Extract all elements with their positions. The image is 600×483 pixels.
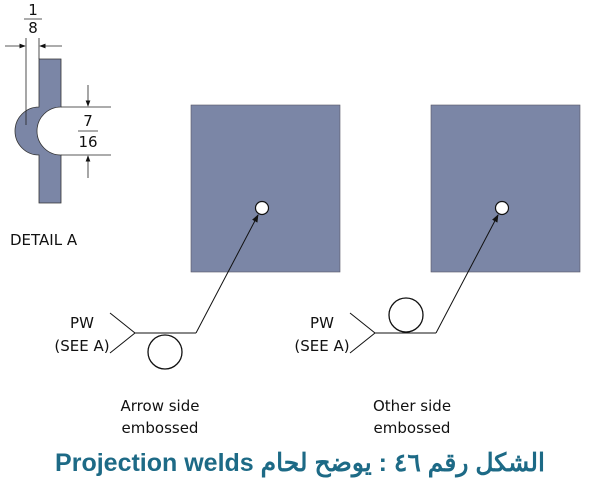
leader-arrow — [195, 214, 259, 334]
weld-point — [494, 200, 510, 216]
caption-line2: embossed — [374, 419, 451, 437]
pw-label: PW — [70, 314, 94, 332]
weld-symbol-tail — [109, 312, 136, 354]
height-denominator: 16 — [78, 133, 97, 151]
leader-arrow — [435, 214, 499, 334]
plate — [430, 104, 581, 273]
weld-symbol-tail — [349, 312, 376, 354]
caption-line1: Other side — [373, 397, 451, 415]
other-side-example: PW (SEE A) Other side embossed — [294, 104, 581, 437]
plate — [190, 104, 341, 273]
detail-a-section: 1 8 7 16 DETAIL A — [5, 1, 111, 249]
caption-line2: embossed — [122, 419, 199, 437]
arrow-side-example: PW (SEE A) Arrow side embossed — [54, 104, 341, 437]
embossed-plate-section — [14, 58, 62, 204]
caption-line1: Arrow side — [121, 397, 200, 415]
detail-a-label: DETAIL A — [10, 231, 78, 249]
pw-label: PW — [310, 314, 334, 332]
height-numerator: 7 — [83, 112, 93, 130]
projection-weld-symbol — [388, 297, 424, 333]
thickness-denominator: 8 — [28, 19, 38, 37]
projection-weld-symbol — [147, 334, 183, 370]
figure-title: الشكل رقم ٤٦ : يوضح لحام Projection weld… — [55, 449, 545, 477]
thickness-numerator: 1 — [28, 1, 38, 19]
weld-point — [254, 200, 270, 216]
see-a-label: (SEE A) — [54, 337, 109, 355]
see-a-label: (SEE A) — [294, 337, 349, 355]
